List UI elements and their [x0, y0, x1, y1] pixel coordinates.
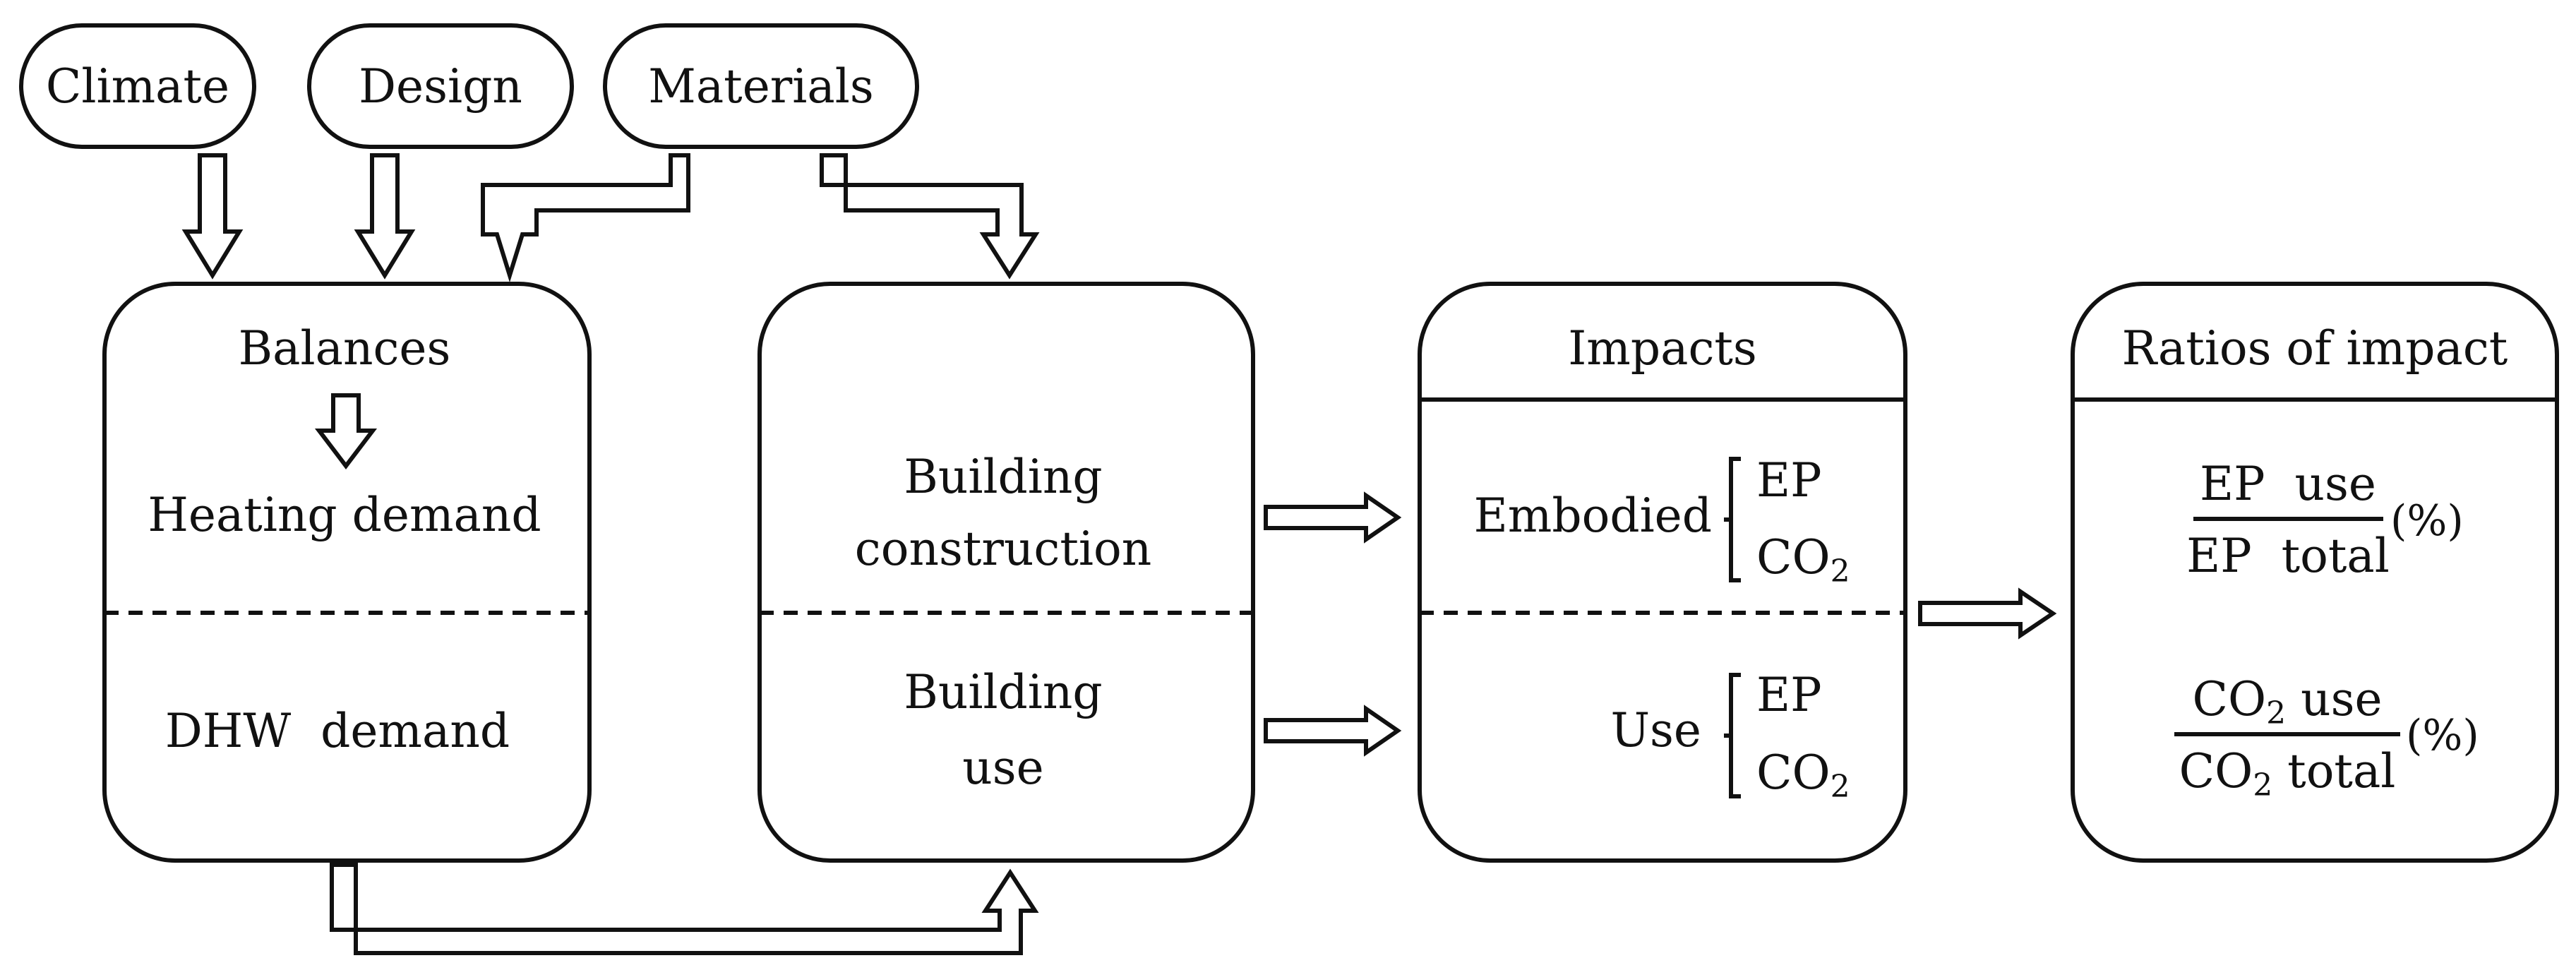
climate-label: Climate	[46, 59, 229, 114]
building-construction-line2: construction	[855, 522, 1152, 576]
materials-to-building-arrow	[820, 153, 1040, 280]
building-use-line1: Building	[904, 665, 1102, 719]
use-brace	[1724, 673, 1741, 798]
embodied-co2: CO2	[1756, 530, 1850, 589]
embodied-ep: EP	[1756, 453, 1822, 508]
materials-to-balances-arrow	[481, 153, 690, 283]
ratio1-percent: (%)	[2390, 496, 2464, 546]
ratio2-numerator: CO2 use	[2192, 672, 2382, 731]
design-pill	[307, 23, 574, 149]
materials-label: Materials	[648, 59, 874, 114]
ratios-box	[2071, 282, 2559, 863]
balances-title: Balances	[239, 321, 451, 376]
use-to-use-impact-arrow	[1264, 705, 1402, 757]
impacts-box	[1418, 282, 1907, 863]
balances-to-heating-arrow	[314, 393, 378, 469]
balances-to-building-u-arrow	[330, 863, 1039, 955]
use-ep: EP	[1756, 668, 1822, 722]
heating-demand-label: Heating demand	[148, 488, 541, 542]
balances-box	[102, 282, 592, 863]
ratio2-percent: (%)	[2406, 711, 2479, 760]
impacts-title: Impacts	[1568, 321, 1757, 376]
use-co2: CO2	[1756, 746, 1850, 805]
materials-pill	[603, 23, 919, 149]
building-use-line2: use	[962, 741, 1043, 795]
design-label: Design	[359, 59, 522, 114]
building-construction-line1: Building	[904, 450, 1102, 504]
building-box	[757, 282, 1255, 863]
ratios-title: Ratios of impact	[2122, 321, 2508, 376]
climate-pill	[19, 23, 256, 149]
ratio1-denominator: EP total	[2186, 529, 2390, 583]
use-impact-label: Use	[1610, 703, 1701, 758]
ratio1-numerator: EP use	[2200, 457, 2376, 511]
impacts-to-ratios-arrow	[1918, 587, 2057, 640]
embodied-label: Embodied	[1474, 489, 1712, 543]
dhw-demand-label: DHW demand	[165, 704, 510, 758]
climate-down-arrow	[181, 153, 244, 280]
design-down-arrow	[354, 153, 416, 280]
construction-to-embodied-arrow	[1264, 491, 1402, 544]
ratio2-denominator: CO2 total	[2179, 744, 2396, 803]
embodied-brace	[1724, 457, 1741, 582]
